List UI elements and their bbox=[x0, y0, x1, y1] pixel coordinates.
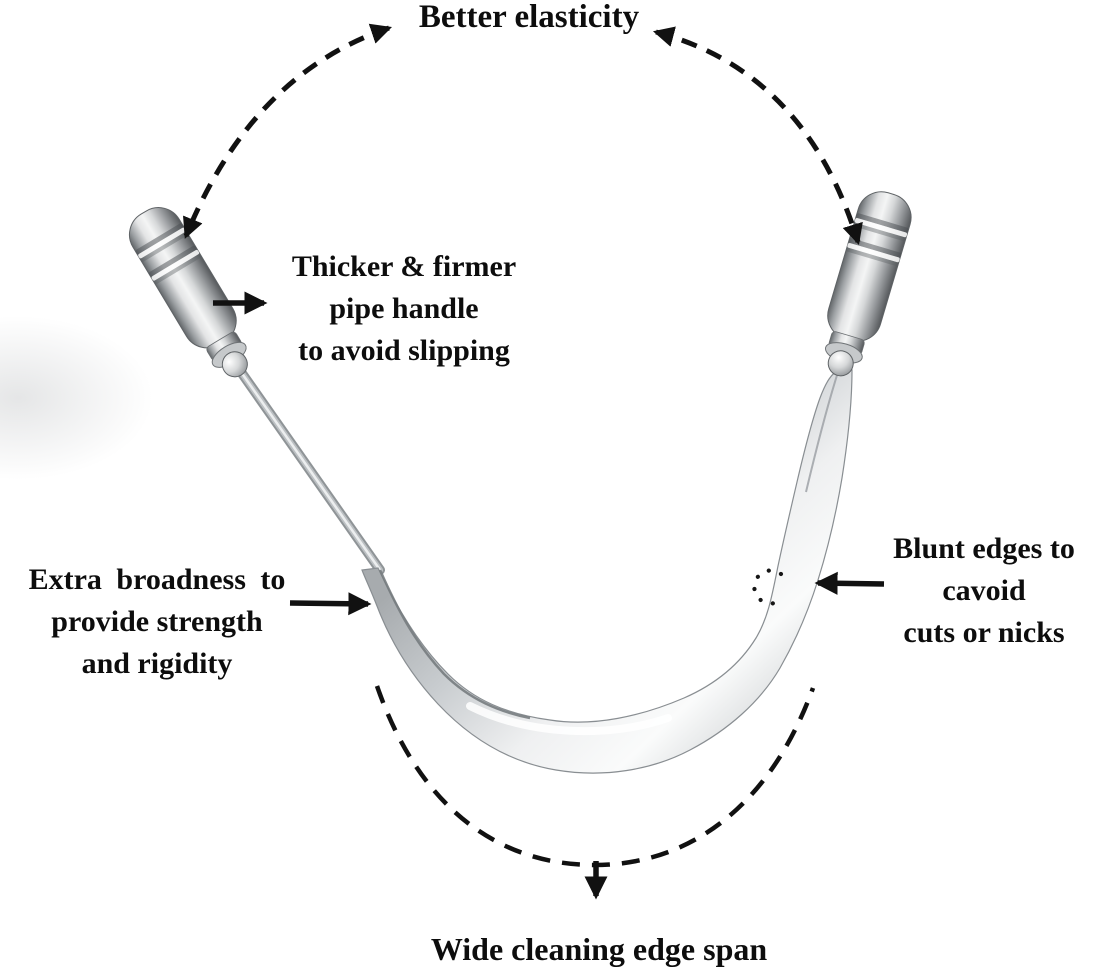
dashed-arc-left-elasticity bbox=[183, 23, 392, 239]
label-blunt-edges: Blunt edges to cavoid cuts or nicks bbox=[893, 528, 1075, 654]
label-extra-broadness-line2: provide strength bbox=[51, 605, 263, 638]
label-extra-broadness-line3: and rigidity bbox=[81, 647, 233, 680]
label-blunt-edges-line3: cuts or nicks bbox=[903, 616, 1065, 649]
dashed-arc-right-elasticity bbox=[652, 26, 863, 246]
left-handle bbox=[128, 207, 248, 378]
label-pipe-handle-line2: pipe handle bbox=[329, 292, 479, 325]
right-handle-ball-joint bbox=[827, 350, 854, 377]
arrow-blunt-to-edge bbox=[814, 571, 885, 595]
strip-shadow-edge bbox=[378, 569, 531, 720]
arrow-broadness-to-strip bbox=[289, 592, 372, 616]
strip-highlight bbox=[466, 702, 672, 736]
dashed-span-arc bbox=[374, 685, 816, 868]
label-wide-cleaning-edge: Wide cleaning edge span bbox=[430, 931, 768, 967]
right-handle bbox=[824, 191, 912, 377]
label-pipe-handle: Thicker & firmer pipe handle to avoid sl… bbox=[292, 246, 516, 372]
label-pipe-handle-line1: Thicker & firmer bbox=[291, 250, 517, 283]
label-extra-broadness: Extra broadness to provide strength and … bbox=[29, 559, 286, 685]
background-shadow-smudge bbox=[0, 316, 153, 480]
strip-crease bbox=[805, 371, 839, 493]
left-handle-ball-joint bbox=[221, 351, 248, 378]
dotted-blunt-edge-circle bbox=[752, 568, 784, 606]
label-pipe-handle-line3: to avoid slipping bbox=[298, 334, 510, 367]
label-better-elasticity: Better elasticity bbox=[418, 0, 640, 35]
label-blunt-edges-line1: Blunt edges to bbox=[893, 532, 1075, 565]
left-handle-grooves bbox=[135, 223, 202, 285]
label-extra-broadness-line1: Extra broadness to bbox=[28, 563, 286, 596]
cleaning-strip bbox=[361, 369, 853, 774]
left-wire bbox=[229, 357, 385, 575]
label-blunt-edges-line2: cavoid bbox=[942, 574, 1026, 607]
